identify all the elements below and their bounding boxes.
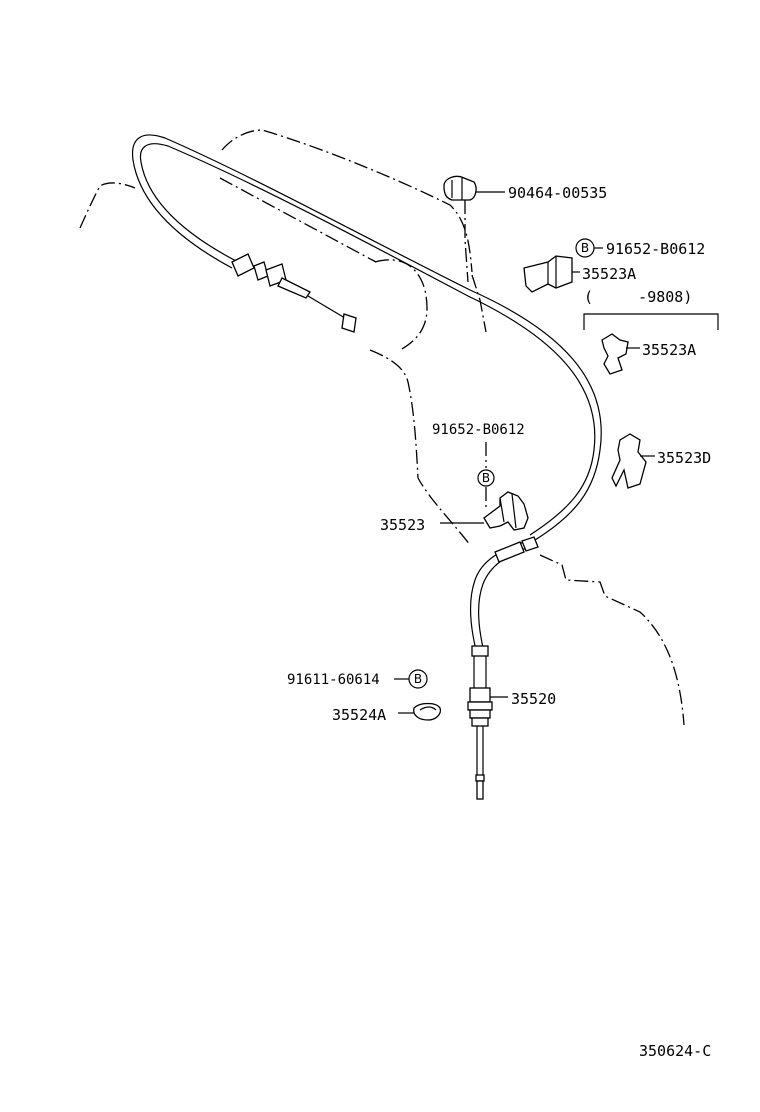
bracket-35523A-upper [523, 255, 580, 293]
clip-90464-00535 [443, 175, 505, 201]
grommet-35524A [398, 702, 442, 721]
bolt-marker-mid: B [477, 469, 495, 487]
callout-91611-60614: 91611-60614 [287, 672, 380, 688]
callout-90464-00535: 90464-00535 [508, 184, 607, 202]
cable-end-assembly [231, 253, 357, 333]
bolt-marker-top: B [575, 238, 595, 258]
date-range-label: ( -9808) [584, 288, 692, 306]
callout-91652-B0612-top: 91652-B0612 [606, 240, 705, 258]
callout-35523: 35523 [380, 516, 425, 534]
bolt-marker-lower: B [408, 669, 428, 689]
callout-35523D: 35523D [657, 449, 711, 467]
bracket-35523 [440, 491, 529, 531]
callout-35524A: 35524A [332, 706, 386, 724]
figure-code: 350624-C [639, 1042, 711, 1060]
vehicle-body-outline [79, 129, 685, 726]
callout-35523A-lower: 35523A [642, 341, 696, 359]
circle-marker-top: B [581, 241, 589, 255]
clip-35523D [611, 433, 655, 489]
date-range-bracket [583, 313, 719, 330]
callout-91652-B0612-mid: 91652-B0612 [432, 422, 525, 438]
callout-35520: 35520 [511, 690, 556, 708]
brake-cable [131, 134, 602, 800]
circle-marker-lower: B [414, 672, 422, 686]
clip-35523A-lower [601, 333, 640, 375]
circle-marker-mid: B [482, 471, 490, 485]
callout-35523A-upper: 35523A [582, 265, 636, 283]
